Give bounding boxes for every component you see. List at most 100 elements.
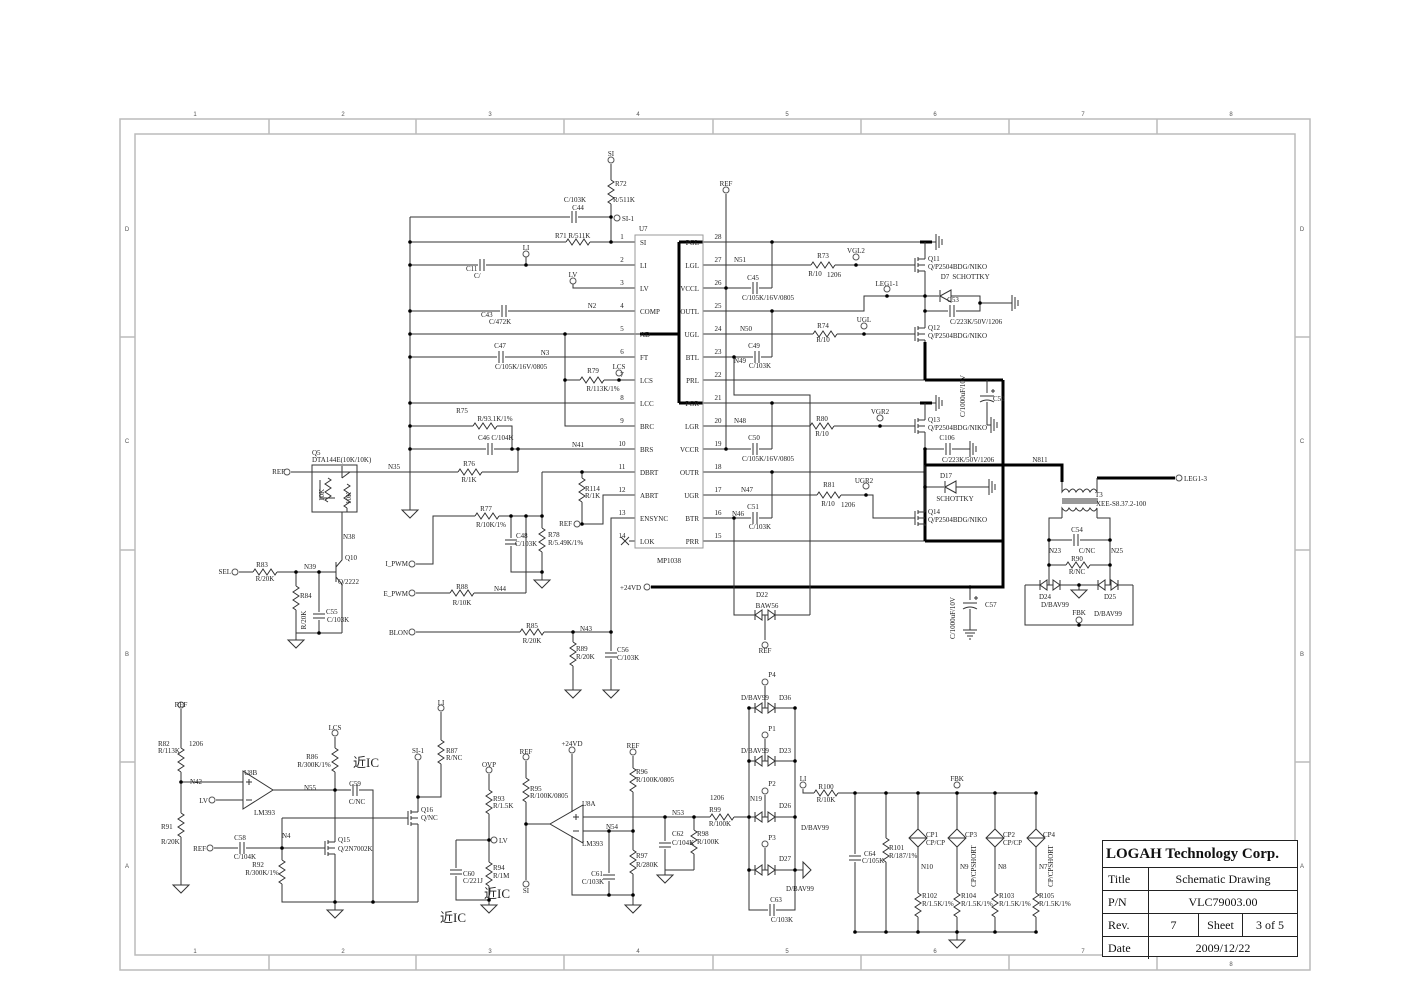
component-label-ugl: UGL — [857, 316, 871, 324]
junction-dot — [524, 822, 528, 826]
component-label-c61: C61 — [591, 870, 603, 878]
resistor-icon — [1032, 892, 1040, 918]
junction-dot — [955, 930, 959, 934]
pin-number: 8 — [620, 394, 624, 402]
component-label-n39: N39 — [304, 563, 317, 571]
component-label-q13v: Q/P2504BDG/NIKO — [928, 424, 987, 432]
component-label-n41: N41 — [572, 441, 585, 449]
port-connector-icon — [1175, 474, 1183, 482]
port-connector-icon — [883, 285, 891, 293]
component-label-r80: R80 — [816, 415, 828, 423]
junction-dot — [854, 263, 858, 267]
port-connector-icon — [953, 781, 961, 789]
junction-dot — [724, 286, 728, 290]
junction-dot — [1108, 538, 1112, 542]
cp-connector-icon — [908, 828, 928, 848]
resistor-icon — [485, 789, 493, 815]
junction-dot — [747, 815, 751, 819]
component-label-q5r1: 10K — [318, 489, 326, 501]
component-label-c62: C62 — [672, 830, 684, 838]
pin-name: BTR — [685, 515, 699, 523]
component-label-r74v: R/10 — [816, 336, 830, 344]
wire — [951, 295, 1008, 304]
wire — [341, 471, 351, 479]
component-label-c43: C43 — [481, 311, 493, 319]
pin-name: BRC — [640, 423, 654, 431]
resistor-icon — [522, 777, 530, 803]
component-label-r95: R95 — [530, 785, 542, 793]
pin-number: 18 — [715, 463, 723, 471]
component-label-r88: R88 — [456, 583, 468, 591]
component-label-n3: N3 — [541, 349, 550, 357]
component-label-d22v: BAW56 — [756, 602, 779, 610]
component-label-q12v: Q/P2504BDG/NIKO — [928, 332, 987, 340]
junction-dot — [1047, 538, 1051, 542]
resistor-icon — [449, 589, 475, 597]
electrolytic-capacitor-icon — [979, 389, 995, 403]
cp-body — [947, 828, 967, 848]
component-label-leg13: LEG1-3 — [1184, 475, 1207, 483]
pin-number: 17 — [715, 486, 723, 494]
component-label-c106v: C/223K/50V/1206 — [942, 456, 995, 464]
junction-dot — [179, 780, 183, 784]
junction-dot — [317, 631, 321, 635]
junction-dot — [408, 332, 412, 336]
earth-ground-icon — [963, 629, 977, 640]
component-label-t3v: XEE-S8.37.2-100 — [1096, 500, 1147, 508]
component-label-n44: N44 — [494, 585, 507, 593]
junction-dot — [923, 309, 927, 313]
row-marker: B — [1300, 652, 1304, 658]
junction-dot — [923, 294, 927, 298]
wire — [497, 425, 513, 449]
component-label-c56: C56 — [617, 646, 629, 654]
rev-value: 7 — [1149, 914, 1199, 936]
resistor-icon — [519, 628, 545, 636]
junction-dot — [864, 493, 868, 497]
component-label-r97v: R/280K — [636, 861, 658, 869]
component-label-r95v: R/100K/0805 — [530, 792, 569, 800]
title-value: Schematic Drawing — [1175, 871, 1271, 886]
component-label-r90v: R/NC — [1069, 568, 1086, 576]
near-ic-note: 近IC — [353, 755, 379, 770]
component-label-ref6: REF — [193, 845, 206, 853]
junction-dot — [770, 470, 774, 474]
ground-icon — [479, 904, 499, 914]
pin-number: 10 — [619, 440, 627, 448]
diode-body — [754, 864, 763, 876]
component-label-r78: R78 — [548, 531, 560, 539]
diode-body — [1052, 579, 1061, 591]
pin-number: 2 — [620, 256, 624, 264]
diode-body — [767, 702, 776, 714]
row-marker: D — [125, 227, 130, 233]
component-label-cp3: CP3 — [965, 831, 978, 839]
component-label-si1b: SI-1 — [412, 747, 425, 755]
ic-part-number: MP1038 — [657, 557, 682, 565]
component-label-r100: R100 — [818, 783, 834, 791]
pin-number: 27 — [715, 256, 723, 264]
wire — [582, 494, 635, 525]
component-label-epwm: E_PWM — [384, 590, 409, 598]
component-label-c48v: C/103K — [515, 540, 537, 548]
junction-dot — [955, 791, 959, 795]
component-label-n10: N10 — [921, 863, 934, 871]
capacitor-icon — [352, 784, 358, 796]
port-connector-icon — [490, 836, 498, 844]
component-label-lv2: LV — [199, 797, 208, 805]
junction-dot — [978, 301, 982, 305]
junction-dot — [408, 401, 412, 405]
junction-dot — [408, 355, 412, 359]
dual-diode-icon — [754, 755, 776, 767]
wire — [510, 546, 542, 573]
component-label-n53: N53 — [672, 809, 685, 817]
wire — [341, 508, 348, 556]
capacitor-icon — [505, 539, 517, 545]
component-label-c52v: C/1000uF/10V — [959, 375, 967, 417]
component-label-r72: R72 — [615, 180, 627, 188]
component-label-r114v: R/1K — [585, 492, 600, 500]
component-label-p4: P4 — [768, 671, 776, 679]
component-label-c62v: C/104K — [672, 839, 694, 847]
component-label-r92: R92 — [252, 861, 264, 869]
component-label-c47: C47 — [494, 342, 506, 350]
ground-icon — [623, 904, 643, 914]
column-marker: 5 — [785, 949, 789, 955]
